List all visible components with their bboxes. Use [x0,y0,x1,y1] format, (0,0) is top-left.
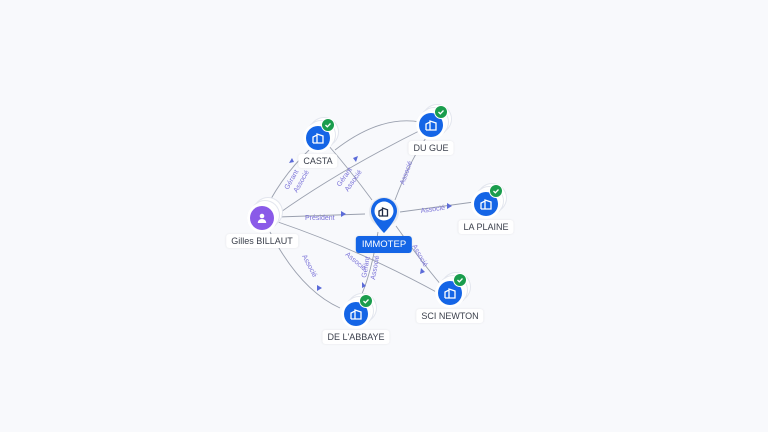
map-pin-icon [369,197,399,233]
verified-check-icon [453,273,467,287]
verified-check-icon [359,294,373,308]
edge-gilles-dugue [277,127,426,215]
edge-immotep-laplaine [399,201,475,213]
node-label-casta[interactable]: CASTA [298,154,338,168]
edge-arrow [289,158,294,163]
node-gilles-billaut[interactable] [248,198,282,232]
verified-check-icon [321,118,335,132]
node-casta[interactable] [304,118,338,152]
edge-label-associe: Associé [410,244,428,269]
edge-arrow [420,268,425,274]
node-de-labbaye[interactable] [342,294,376,328]
node-label-la-plaine[interactable]: LA PLAINE [458,220,514,234]
verified-check-icon [489,184,503,198]
node-sci-newton[interactable] [436,273,470,307]
node-label-gilles-billaut[interactable]: Gilles BILLAUT [226,234,298,248]
edge-immotep-dugue [394,134,429,201]
edge-arrow [447,203,452,209]
edge-arrow [353,156,358,162]
node-label-sci-newton[interactable]: SCI NEWTON [416,309,484,323]
person-icon [250,206,274,230]
edge-label-associe: Associé [399,160,414,186]
edge-arrow [341,211,346,217]
edge-immotep-newton [395,225,443,287]
edge-arrow [362,282,366,288]
node-immotep[interactable] [368,196,400,253]
node-label-immotep[interactable]: IMMOTEP [355,236,413,253]
edge-label-gerant: Gérant [361,256,372,278]
node-label-dugue[interactable]: DU GUE [408,141,454,155]
node-la-plaine[interactable] [472,184,506,218]
edge-label-associe: Associé [370,255,381,280]
edge-casta-dugue [334,120,421,151]
verified-check-icon [434,105,448,119]
edge-label-president: Président [305,215,335,222]
edge-label-associe: Associé [300,254,318,279]
edge-gilles-immotep [277,213,366,218]
node-label-de-labbaye[interactable]: DE L'ABBAYE [322,330,390,344]
node-dugue[interactable] [417,105,451,139]
edge-immotep-casta [327,144,373,201]
edge-label-associe: Associé [420,205,445,215]
edge-gilles-newton [277,221,441,295]
edge-arrow [317,285,322,291]
